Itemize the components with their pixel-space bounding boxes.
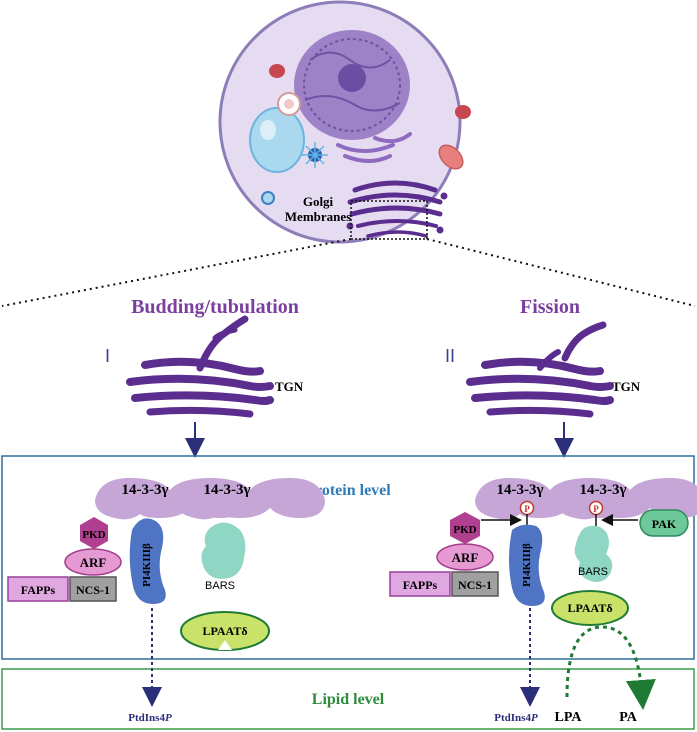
lipid-level-label: Lipid level	[312, 691, 385, 708]
pa-label: PA	[619, 710, 638, 725]
zoom-box	[350, 200, 428, 240]
pkd-left-label: PKD	[82, 529, 105, 541]
pak	[639, 509, 689, 537]
arf-right	[436, 543, 494, 571]
ptdins-left-label: PtdIns4P	[128, 712, 172, 724]
tgn-right	[466, 321, 614, 418]
pi4k-right: PI4KIIIβ	[509, 524, 545, 606]
bars-left: BARS	[201, 522, 246, 592]
bars-left-label: BARS	[205, 580, 235, 592]
tgn-label-left: TGN	[275, 379, 304, 394]
mitochondrion	[438, 144, 464, 170]
lpaat-right: LPAATδ	[551, 590, 629, 626]
svg-text:P: P	[593, 504, 599, 514]
stage-numeral-1: I	[105, 346, 110, 366]
pi4k-left-label: PI4KIIIβ	[141, 543, 153, 587]
ncs1-right-label: NCS-1	[458, 578, 492, 592]
dimer-right: 14-3-3γ 14-3-3γ	[475, 478, 697, 520]
header-fission: Fission	[520, 296, 580, 318]
tgn-left	[126, 315, 274, 418]
dimer-left-label-1: 14-3-3γ	[121, 482, 168, 498]
lpaat-right-label: LPAATδ	[567, 601, 612, 615]
dimer-left-label-2: 14-3-3γ	[203, 482, 250, 498]
pkd-left	[80, 517, 108, 549]
bars-right-label: BARS	[578, 566, 608, 578]
svg-text:P: P	[524, 504, 530, 514]
fapps-right	[389, 571, 451, 597]
bars-right: BARS	[574, 525, 613, 582]
vacuole	[249, 107, 305, 173]
arf-left	[64, 548, 122, 576]
phospho-bars: P	[588, 500, 604, 526]
endoplasmic-reticulum	[336, 132, 412, 163]
dimer-right-label-1: 14-3-3γ	[496, 482, 543, 498]
fapps-left-label: FAPPs	[21, 583, 56, 597]
ptdins-right-label: PtdIns4P	[494, 712, 538, 724]
golgi-apparatus	[346, 180, 448, 238]
lysosome-2	[455, 105, 471, 119]
cell: Golgi Membranes	[218, 0, 471, 244]
pak-label: PAK	[652, 517, 677, 531]
lipid-level-panel	[1, 668, 695, 730]
dimer-left: 14-3-3γ 14-3-3γ	[95, 478, 325, 520]
tgn-label-right: TGN	[612, 379, 641, 394]
stage-numeral-2: II	[445, 346, 455, 366]
ncs1-right	[451, 571, 499, 597]
pi4k-left: PI4KIIIβ	[129, 518, 166, 604]
phospho-pi4k: P	[519, 500, 535, 526]
pi4k-right-label: PI4KIIIβ	[521, 543, 533, 587]
zoom-line-right	[426, 238, 696, 307]
fapps-right-label: FAPPs	[403, 578, 438, 592]
pkd-right-label: PKD	[453, 524, 476, 536]
header-budding: Budding/tubulation	[131, 296, 299, 318]
protein-level-panel	[1, 455, 695, 660]
protein-level-label: Protein level	[305, 482, 391, 499]
arf-right-label: ARF	[452, 550, 479, 565]
nucleus	[294, 30, 410, 140]
pkd-right	[450, 512, 480, 544]
golgi-label-line2: Membranes	[285, 209, 351, 224]
arf-left-label: ARF	[80, 555, 107, 570]
lpa-label: LPA	[555, 710, 583, 725]
lysosome	[269, 64, 285, 78]
lpaat-left-label: LPAATδ	[202, 624, 247, 638]
ncs1-left	[69, 576, 117, 602]
dimer-right-label-2: 14-3-3γ	[579, 482, 626, 498]
lpaat-left: LPAATδ	[180, 611, 270, 651]
arrow-lpa-to-pa	[565, 625, 656, 710]
golgi-label-line1: Golgi	[303, 194, 334, 209]
fapps-left	[7, 576, 69, 602]
ncs1-left-label: NCS-1	[76, 583, 110, 597]
